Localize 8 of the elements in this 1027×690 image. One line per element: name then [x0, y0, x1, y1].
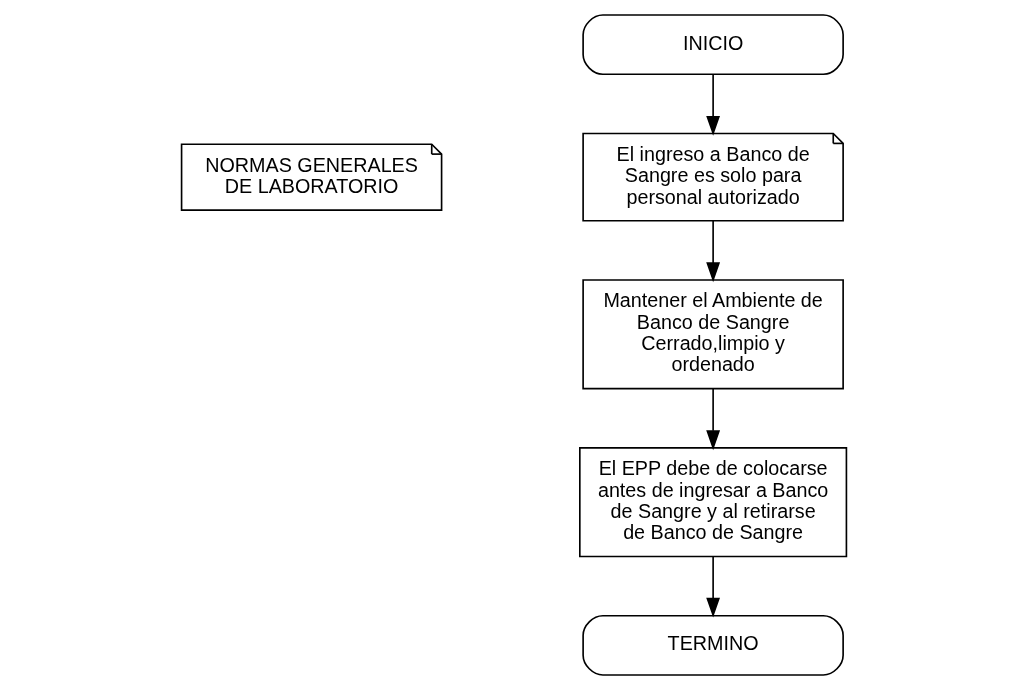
arrow	[705, 73, 720, 136]
node-box: INICIO	[581, 14, 844, 76]
arrow	[705, 388, 720, 451]
node-box: Mantener el Ambiente de Banco de Sangre Cerrado,limpio y ordenado	[581, 279, 844, 390]
node-box: El EPP debe de colocarse antes de ingresar a Banco de Sangre y al retirarse de Banco de Sangre	[578, 447, 847, 558]
arrow	[705, 555, 720, 618]
node-box: TERMINO	[581, 614, 844, 676]
arrow	[705, 220, 720, 283]
